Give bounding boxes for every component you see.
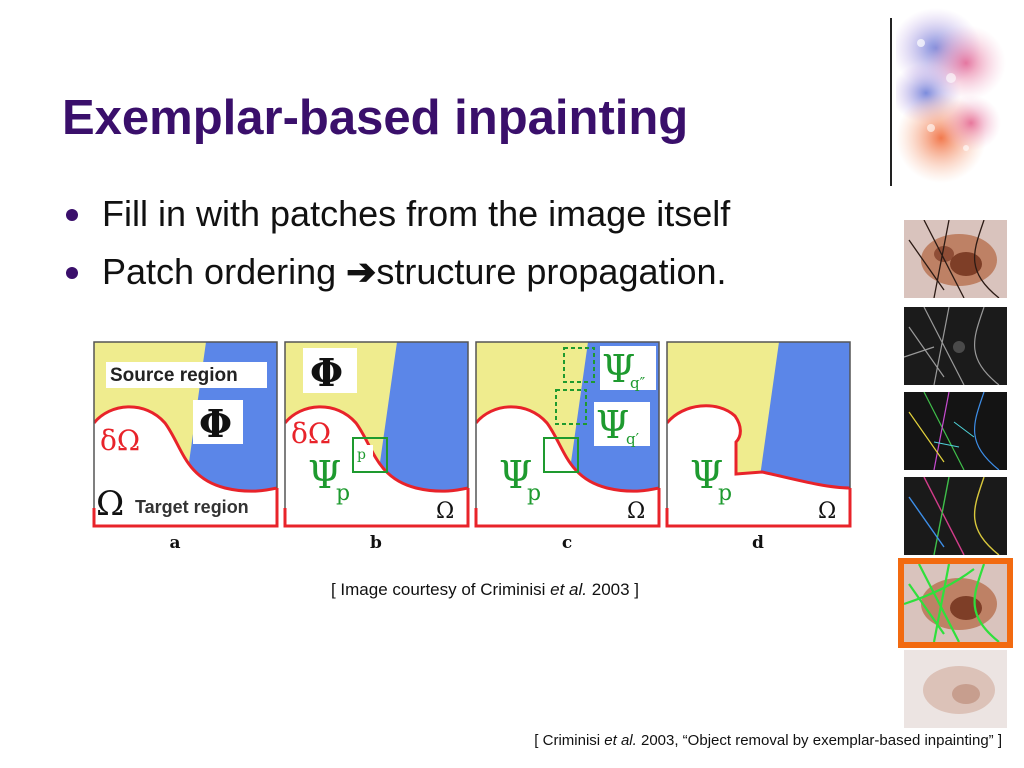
panel-a: Source region Φ δΩ Ω Target region a [92, 341, 279, 553]
fill-front-boundary [94, 405, 277, 493]
candidate-patch-q1 [555, 389, 587, 425]
caption-text-end: 2003 ] [587, 580, 640, 599]
boundary-symbol: δΩ [100, 424, 140, 457]
psi-symbol: Ψ [499, 453, 532, 497]
caption-italic: et al. [550, 580, 588, 599]
bullet-dot-icon [66, 209, 78, 221]
thumbnail-hair-detection[interactable] [904, 392, 1007, 470]
thumbnail-hair-overlay-selected[interactable] [898, 558, 1013, 648]
panel-c: Ψ q″ Ψ q′ Ψ p Ω c [474, 341, 661, 553]
bullet-item: Fill in with patches from the image itse… [66, 190, 730, 248]
divider-line [890, 18, 892, 186]
thumbnail-dermoscopy-original[interactable] [904, 220, 1007, 298]
psi-subscript: p [336, 481, 350, 506]
patch-box [543, 437, 579, 473]
caption-text: [ Image courtesy of Criminisi [330, 580, 551, 599]
slide-title: Exemplar-based inpainting [62, 91, 689, 145]
omega-symbol: Ω [627, 499, 645, 524]
hair-detection-image [904, 392, 1007, 470]
arrow-right-icon: ➔ [346, 251, 377, 292]
psi-q2-subscript: q″ [630, 374, 646, 392]
panel-letter: b [370, 533, 382, 553]
hair-overlay-image [904, 564, 1007, 642]
psi-q1-symbol: Ψ [596, 403, 629, 447]
bullet-dot-icon [66, 267, 78, 279]
hair-mask-image [904, 307, 1007, 385]
panel-letter: a [169, 533, 180, 553]
thumbnail-hair-lines[interactable] [904, 477, 1007, 555]
hair-lines-image [904, 477, 1007, 555]
candidate-patch-q2 [563, 347, 595, 383]
target-region-area [94, 406, 277, 526]
patch-box [352, 437, 388, 473]
psi-subscript: p [718, 481, 732, 506]
hair-removed-image [904, 650, 1007, 728]
psi-subscript: p [527, 481, 541, 506]
psi-symbol: Ψ [308, 453, 341, 497]
thumbnail-hair-mask[interactable] [904, 307, 1007, 385]
bullet-text-continued: structure propagation. [376, 251, 727, 292]
reference-citation: [ Criminisi et al. 2003, “Object removal… [534, 732, 1002, 749]
source-label-box [106, 362, 267, 388]
psi-symbol: Ψ [690, 453, 723, 497]
figure-caption: [ Image courtesy of Criminisi et al. 200… [0, 580, 970, 600]
reference-text: [ Criminisi [534, 732, 605, 749]
bullet-text: Patch ordering [102, 251, 347, 292]
psi-q1-subscript: q′ [626, 430, 640, 448]
source-region-label: Source region [110, 365, 238, 386]
bullet-text: Fill in with patches from the image itse… [102, 193, 731, 234]
reference-italic: et al. [604, 732, 637, 749]
reference-text-end: 2003, “Object removal by exemplar-based … [636, 732, 1002, 749]
omega-symbol: Ω [96, 484, 124, 524]
thumbnail-hair-removed[interactable] [904, 650, 1007, 728]
phi-symbol: Φ [310, 350, 343, 395]
panel-letter: d [752, 533, 764, 553]
dermoscopy-image [904, 220, 1007, 298]
panel-b: Φ δΩ p Ψ p Ω b [283, 341, 470, 553]
psi-q2-symbol: Ψ [602, 347, 635, 391]
omega-symbol: Ω [436, 499, 454, 524]
boundary-symbol: δΩ [291, 417, 331, 450]
bullet-list: Fill in with patches from the image itse… [66, 190, 730, 306]
watercolor-splash-image [896, 8, 1006, 183]
inpainting-figure: Source region Φ δΩ Ω Target region a Φ δ… [92, 341, 852, 553]
target-region-label: Target region [135, 497, 249, 517]
phi-symbol: Φ [199, 401, 232, 446]
panel-d: Ψ p Ω d [665, 341, 852, 553]
patch-label: p [357, 447, 366, 463]
panel-letter: c [562, 533, 572, 553]
omega-symbol: Ω [818, 499, 836, 524]
bullet-item: Patch ordering ➔structure propagation. [66, 248, 730, 306]
